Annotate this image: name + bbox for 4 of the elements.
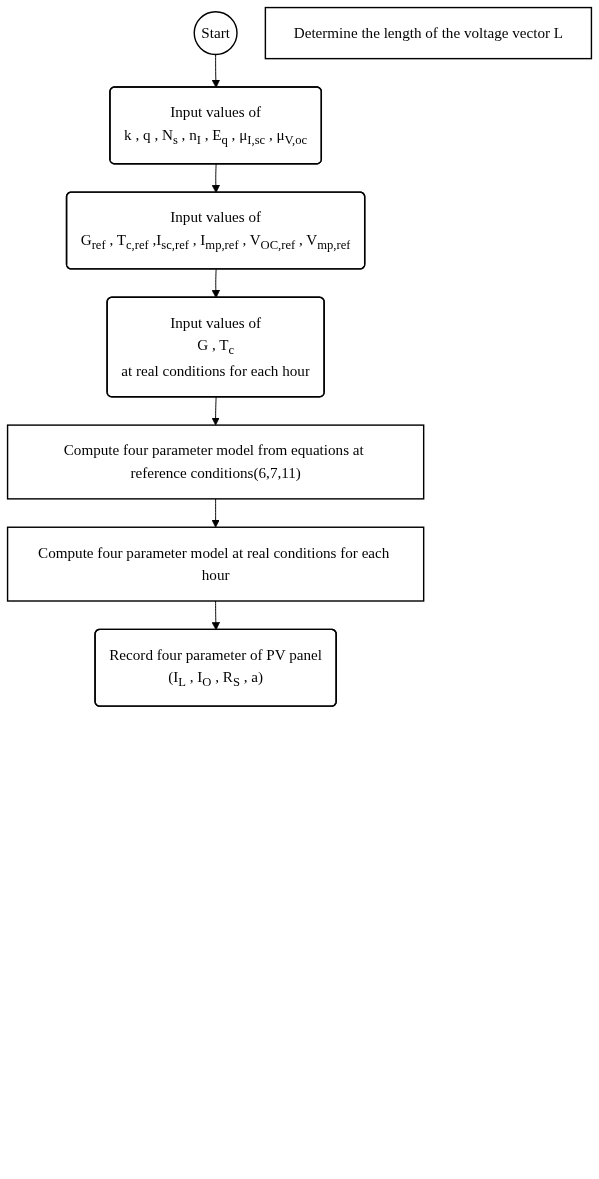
node-box: Compute four parameter model from equations at reference conditions(6,7,11) bbox=[6, 424, 425, 500]
node-box: Determine the length of the voltage vector L bbox=[264, 6, 593, 60]
node-circle: Start bbox=[193, 11, 238, 56]
node-box: Compute four parameter model at real conditions for each hour bbox=[6, 526, 425, 602]
